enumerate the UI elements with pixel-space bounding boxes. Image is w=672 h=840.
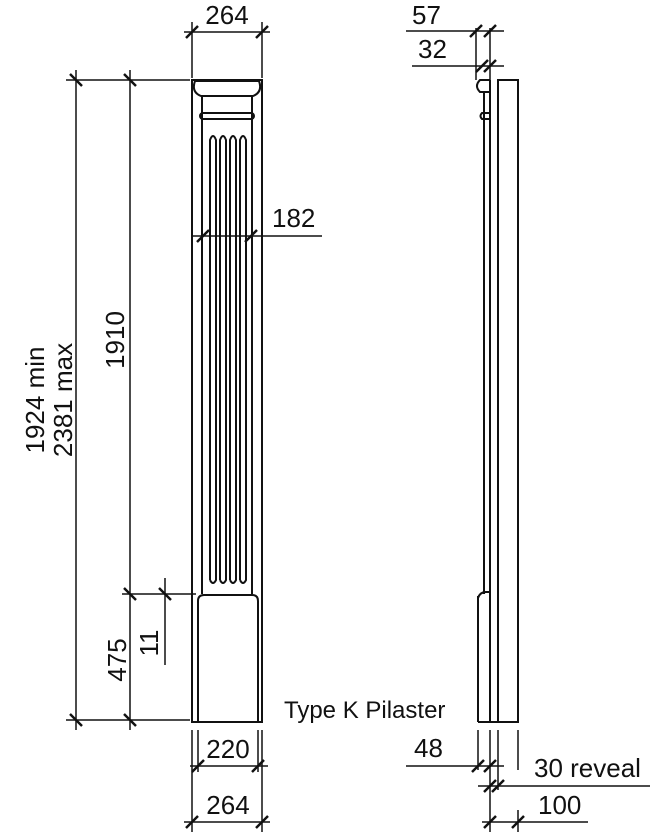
- dim-capital-projection: 57: [412, 0, 441, 30]
- dim-top-width: 264: [205, 0, 248, 30]
- dim-flute-width: 182: [272, 203, 315, 233]
- capital: [192, 80, 262, 97]
- plinth: [197, 594, 259, 722]
- dim-reveal: 30 reveal: [534, 753, 641, 783]
- dim-base-width: 264: [206, 790, 249, 820]
- dim-overall-max: 2381 max: [48, 343, 78, 457]
- dim-total-depth: 100: [538, 790, 581, 820]
- dim-plinth-depth: 48: [414, 733, 443, 763]
- side-body: [497, 79, 519, 723]
- dim-plinth-width: 220: [206, 734, 249, 764]
- side-view: 57 32 48 30 reveal 100: [406, 0, 650, 832]
- front-view: 264 182 1924 min 2381 max 1910 475 11: [20, 0, 322, 832]
- dim-plinth-height: 475: [102, 638, 132, 681]
- side-astragal: [479, 112, 490, 120]
- dim-shaft-height: 1910: [100, 311, 130, 369]
- dim-astragal-projection: 32: [418, 34, 447, 64]
- dim-plinth-step: 11: [134, 630, 164, 657]
- side-plinth: [477, 591, 490, 599]
- drawing-title: Type K Pilaster: [284, 697, 445, 724]
- astragal: [199, 112, 255, 120]
- flutes: [209, 135, 247, 584]
- dim-overall-min: 1924 min: [20, 347, 50, 454]
- side-capital: [476, 79, 490, 93]
